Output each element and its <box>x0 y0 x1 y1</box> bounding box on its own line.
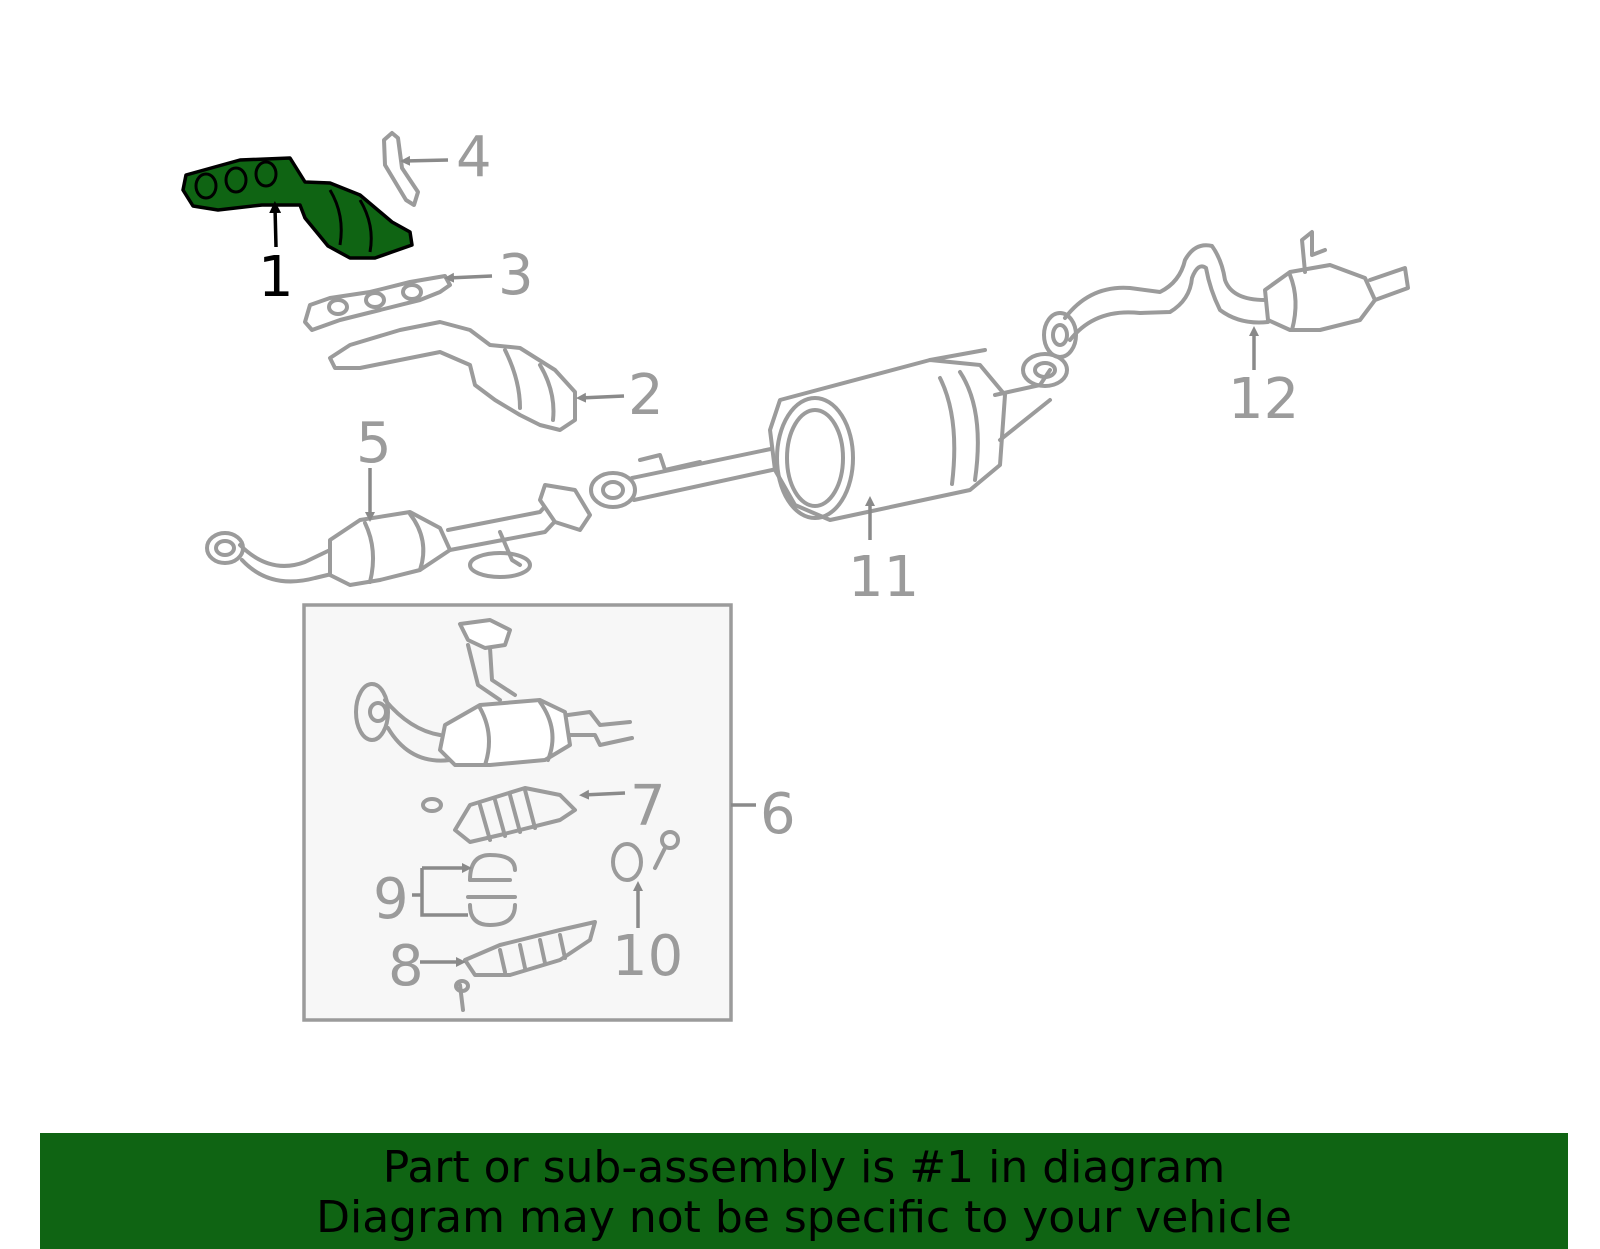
callout-2-label[interactable]: 2 <box>628 363 664 428</box>
part-4-bracket[interactable] <box>382 131 420 207</box>
callout-2-leader <box>576 392 625 403</box>
callout-1-label[interactable]: 1 <box>258 245 294 310</box>
callout-8-label[interactable]: 8 <box>388 934 424 999</box>
part-2-manifold-converter[interactable] <box>328 320 577 432</box>
callout-4-leader <box>400 155 449 166</box>
callout-1-leader <box>269 201 282 248</box>
part-5-front-pipe[interactable] <box>205 483 592 587</box>
callout-12-label[interactable]: 12 <box>1228 367 1299 432</box>
callout-6-label[interactable]: 6 <box>760 782 796 847</box>
banner-line-2: Diagram may not be specific to your vehi… <box>316 1192 1292 1243</box>
callout-9-label[interactable]: 9 <box>373 867 409 932</box>
callout-3-leader <box>444 272 493 283</box>
info-banner: Part or sub-assembly is #1 in diagram Di… <box>40 1133 1568 1249</box>
callout-3-label[interactable]: 3 <box>498 243 534 308</box>
part-11-muffler[interactable] <box>589 348 1069 522</box>
part-6-converter-assembly[interactable] <box>354 618 634 767</box>
callout-11-label[interactable]: 11 <box>848 545 919 610</box>
part-12-tail-pipe[interactable] <box>1042 230 1410 359</box>
callout-4-label[interactable]: 4 <box>456 125 492 190</box>
part-8-heat-shield[interactable] <box>454 920 597 1012</box>
inset-part-6-group: 7 9 8 10 <box>302 603 733 1022</box>
callout-5-label[interactable]: 5 <box>356 411 392 476</box>
part-9-clamps[interactable] <box>466 853 517 927</box>
banner-line-1: Part or sub-assembly is #1 in diagram <box>382 1142 1226 1193</box>
part-3-gasket[interactable] <box>303 274 452 332</box>
callout-9-leader <box>412 868 468 917</box>
part-1-exhaust-manifold-converter[interactable] <box>181 156 414 260</box>
callout-7-label[interactable]: 7 <box>630 774 666 839</box>
callout-10-label[interactable]: 10 <box>612 924 683 989</box>
part-10-gasket-bolt[interactable] <box>611 830 680 882</box>
callout-7-leader <box>579 789 626 800</box>
part-7-heat-shield[interactable] <box>421 786 577 844</box>
